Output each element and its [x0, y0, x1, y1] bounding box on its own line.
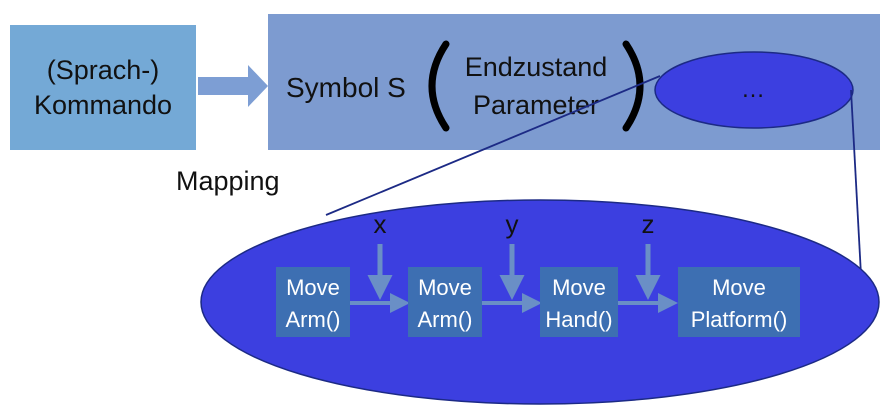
action-2-line-1: Move — [418, 275, 472, 300]
close-paren — [622, 40, 644, 132]
action-box-move-arm-1: Move Arm() — [276, 267, 350, 337]
action-4-line-2: Platform() — [691, 307, 788, 332]
command-box — [10, 25, 196, 150]
action-box-move-arm-2: Move Arm() — [408, 267, 482, 337]
action-2-line-2: Arm() — [418, 307, 473, 332]
action-1-line-2: Arm() — [286, 307, 341, 332]
param-x-label: x — [374, 209, 387, 239]
command-line-1: (Sprach-) — [47, 55, 160, 85]
action-box-move-platform: Move Platform() — [678, 267, 800, 337]
open-paren — [428, 40, 450, 132]
param-z-label: z — [642, 209, 655, 239]
mapping-label: Mapping — [176, 166, 280, 196]
action-3-line-1: Move — [552, 275, 606, 300]
action-3-line-2: Hand() — [545, 307, 612, 332]
command-to-symbol-arrow — [198, 65, 268, 107]
ellipsis-text: … — [741, 76, 765, 103]
param-endzustand: Endzustand — [465, 52, 608, 82]
symbol-label: Symbol S — [286, 72, 406, 103]
param-y-label: y — [506, 209, 519, 239]
param-parameter: Parameter — [473, 90, 599, 120]
zoom-line-right — [850, 89, 862, 276]
symbol-detail-ellipse — [654, 51, 854, 129]
action-box-move-hand: Move Hand() — [540, 267, 618, 337]
command-line-2: Kommando — [34, 90, 172, 120]
action-1-line-1: Move — [286, 275, 340, 300]
zoom-line-left — [325, 75, 661, 216]
action-4-line-1: Move — [712, 275, 766, 300]
